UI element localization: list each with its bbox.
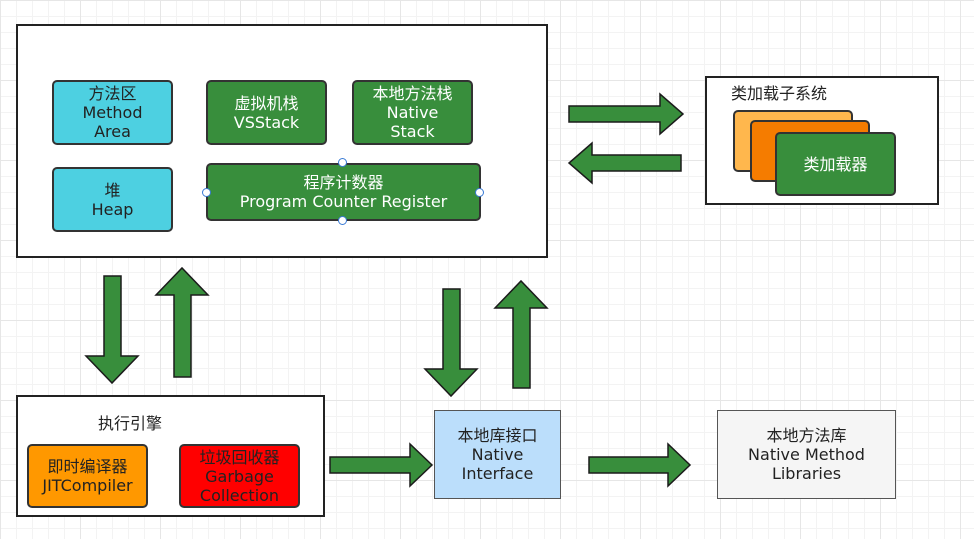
vm-stack-label-en: VSStack xyxy=(233,112,300,132)
vm-stack-label-cn: 虚拟机栈 xyxy=(234,93,299,113)
native-libraries-label-en1: Native Method xyxy=(748,445,865,464)
class-loader-subsystem-title: 类加载子系统 xyxy=(731,84,828,103)
heap-label-en: Heap xyxy=(91,199,134,219)
arrow-native-interface-to-libraries xyxy=(588,442,692,488)
native-interface-label-cn: 本地库接口 xyxy=(457,426,538,445)
pc-register-label-en: Program Counter Register xyxy=(239,192,448,211)
native-stack-label-en1: Native xyxy=(386,103,439,122)
native-libraries-label-cn: 本地方法库 xyxy=(766,426,847,445)
arrow-native-interface-to-runtime xyxy=(493,279,549,389)
native-libraries-label-en2: Libraries xyxy=(771,464,842,483)
arrow-runtime-to-engine xyxy=(84,275,140,385)
heap-box[interactable]: 堆 Heap xyxy=(52,167,173,232)
native-interface-label-en2: Interface xyxy=(461,464,534,483)
jit-compiler-box[interactable]: 即时编译器 JITCompiler xyxy=(27,444,148,508)
class-loader-box[interactable]: 类加载器 xyxy=(775,132,896,196)
selection-handle-left[interactable] xyxy=(202,188,211,197)
jit-compiler-label-en: JITCompiler xyxy=(42,476,133,495)
arrow-runtime-to-native-interface xyxy=(423,288,479,398)
execution-engine-title: 执行引擎 xyxy=(98,414,163,433)
arrow-classloader-to-runtime xyxy=(567,141,682,185)
method-area-label-cn: 方法区 xyxy=(88,84,137,103)
arrow-runtime-to-classloader xyxy=(568,92,685,136)
method-area-label-en1: Method xyxy=(82,103,143,122)
garbage-collector-box[interactable]: 垃圾回收器 Garbage Collection xyxy=(179,444,300,508)
garbage-collector-label-en2: Collection xyxy=(199,485,280,505)
native-interface-box[interactable]: 本地库接口 Native Interface xyxy=(434,410,561,499)
arrow-engine-to-native-interface xyxy=(329,442,434,488)
garbage-collector-label-en1: Garbage xyxy=(205,466,274,486)
heap-label-cn: 堆 xyxy=(104,180,121,200)
garbage-collector-label-cn: 垃圾回收器 xyxy=(199,447,280,467)
selection-handle-top[interactable] xyxy=(338,158,347,167)
method-area-label-en2: Area xyxy=(94,122,131,141)
arrow-engine-to-runtime xyxy=(154,266,210,378)
pc-register-box[interactable]: 程序计数器 Program Counter Register xyxy=(206,163,481,221)
selection-handle-bottom[interactable] xyxy=(338,216,347,225)
native-method-libraries-box[interactable]: 本地方法库 Native Method Libraries xyxy=(717,410,896,499)
method-area-box[interactable]: 方法区 Method Area xyxy=(52,80,173,145)
pc-register-label-cn: 程序计数器 xyxy=(303,173,384,192)
class-loader-label: 类加载器 xyxy=(803,154,868,174)
native-stack-label-en2: Stack xyxy=(390,122,435,141)
selection-handle-right[interactable] xyxy=(475,188,484,197)
jit-compiler-label-cn: 即时编译器 xyxy=(47,457,128,476)
native-stack-label-cn: 本地方法栈 xyxy=(372,84,453,103)
native-interface-label-en1: Native xyxy=(471,445,524,464)
vm-stack-box[interactable]: 虚拟机栈 VSStack xyxy=(206,80,327,145)
native-stack-box[interactable]: 本地方法栈 Native Stack xyxy=(352,80,473,145)
